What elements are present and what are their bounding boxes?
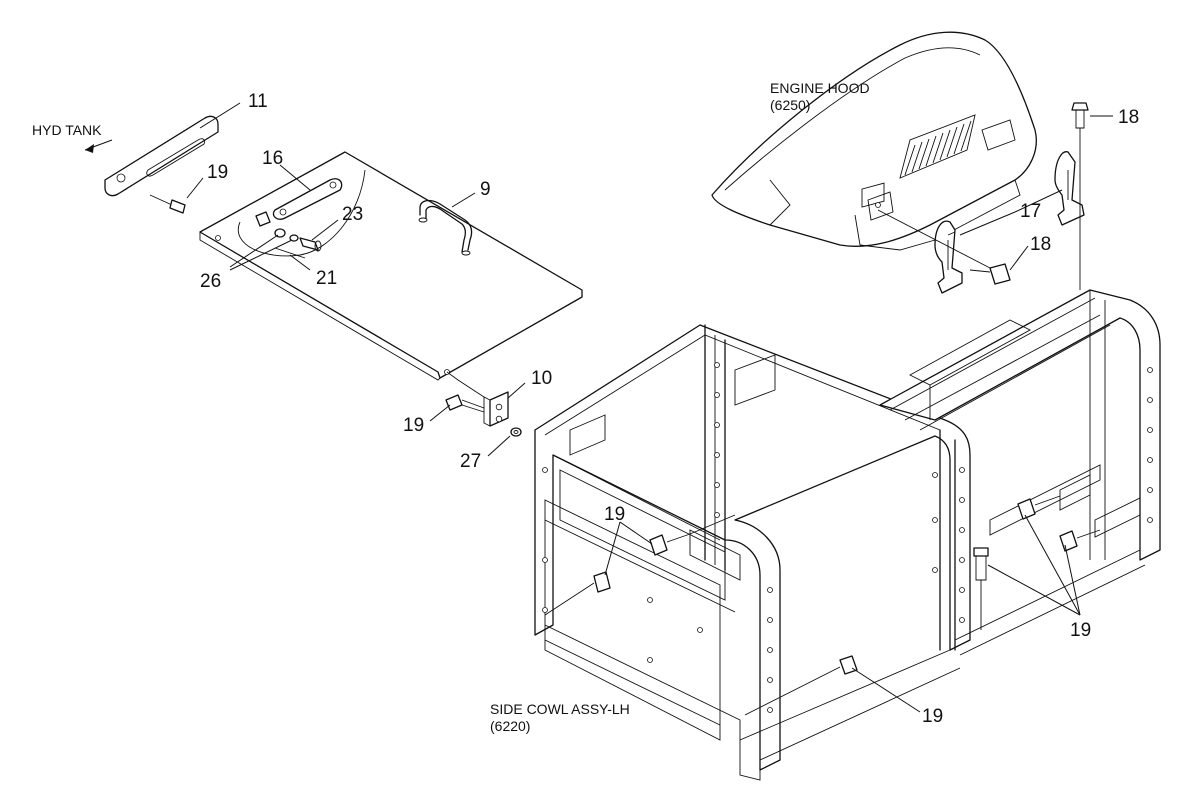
side-cowl-frame xyxy=(534,289,1161,781)
callout-18-mid: 18 xyxy=(1030,234,1051,255)
callout-10: 10 xyxy=(531,368,552,389)
callout-27: 27 xyxy=(460,451,481,472)
engine-hood-label: ENGINE HOOD xyxy=(770,80,870,96)
leader-lines xyxy=(84,102,1113,713)
callout-18-top: 18 xyxy=(1118,107,1139,128)
callout-21: 21 xyxy=(316,268,337,289)
callout-23: 23 xyxy=(342,204,363,225)
callout-11: 11 xyxy=(248,91,268,112)
engine-hood xyxy=(711,31,1037,251)
callout-9: 9 xyxy=(480,179,491,200)
side-cowl-label: SIDE COWL ASSY-LH xyxy=(490,701,630,717)
text-labels: ENGINE HOOD (6250) HYD TANK SIDE COWL AS… xyxy=(32,80,870,734)
hood-latches xyxy=(934,151,1085,294)
callout-19-mid: 19 xyxy=(403,415,424,436)
callout-19-top: 19 xyxy=(207,162,228,183)
callout-16: 16 xyxy=(262,148,283,169)
bolts-19-frame xyxy=(544,495,1101,716)
callout-26: 26 xyxy=(200,271,221,292)
cover-plate xyxy=(104,115,583,437)
hyd-tank-label: HYD TANK xyxy=(32,122,102,138)
callout-19-bottom: 19 xyxy=(922,706,943,727)
side-cowl-code: (6220) xyxy=(490,718,530,734)
callout-19-front: 19 xyxy=(604,504,625,525)
bolts-18 xyxy=(877,102,1089,290)
callout-numbers: 11 19 16 9 23 26 21 18 17 18 10 19 27 19… xyxy=(200,91,1139,727)
callout-19-right: 19 xyxy=(1070,620,1091,641)
engine-hood-code: (6250) xyxy=(770,97,810,113)
callout-17: 17 xyxy=(1020,201,1041,222)
